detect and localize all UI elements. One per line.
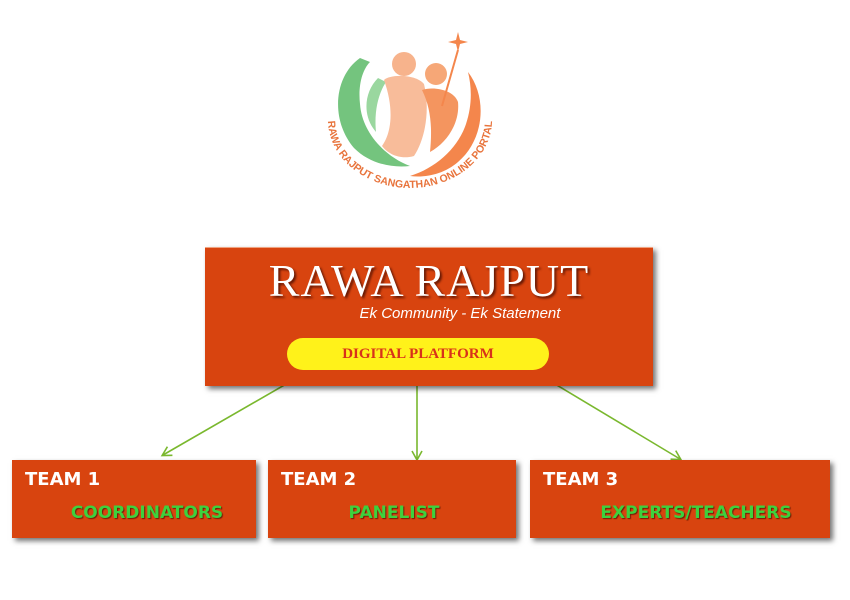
team-2-box: TEAM 2 PANELIST (268, 460, 516, 538)
main-subtitle: Ek Community - Ek Statement (359, 305, 561, 322)
team-2-label: TEAM 2 (281, 469, 357, 490)
logo-leaf (338, 58, 410, 167)
team-3-label: TEAM 3 (543, 469, 619, 490)
logo-ring (410, 72, 481, 177)
star-icon (448, 32, 468, 52)
logo-figure-head-1 (392, 52, 416, 76)
digital-platform-pill: DIGITAL PLATFORM (287, 338, 549, 370)
logo-figure-head-2 (425, 63, 447, 85)
team-1-role: COORDINATORS (70, 503, 224, 523)
team-3-box: TEAM 3 EXPERTS/TEACHERS (530, 460, 830, 538)
team-1-box: TEAM 1 COORDINATORS (12, 460, 256, 538)
team-2-role: PANELIST (348, 503, 440, 523)
main-title: RAWA RAJPUT (268, 255, 590, 306)
logo-leaf-inner (366, 78, 386, 132)
portal-logo: RAWA RAJPUT SANGATHAN ONLINE PORTAL (325, 32, 495, 191)
digital-platform-label: DIGITAL PLATFORM (342, 345, 494, 362)
logo-figure-body-2 (422, 88, 459, 152)
team-3-role: EXPERTS/TEACHERS (600, 503, 792, 523)
logo-figure-body-1 (382, 75, 427, 158)
digital-platform-box: RAWA RAJPUT Ek Community - Ek Statement … (205, 247, 653, 386)
team-1-label: TEAM 1 (25, 469, 101, 490)
